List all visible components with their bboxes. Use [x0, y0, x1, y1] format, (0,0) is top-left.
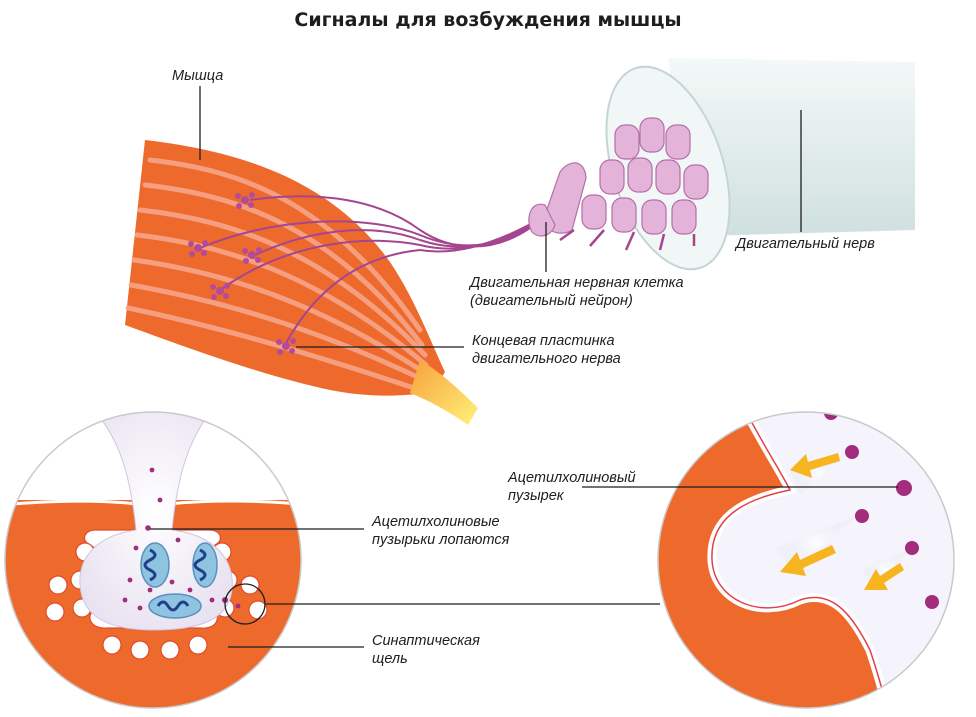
end-plate: [242, 247, 262, 264]
synapse-magnified-view: [4, 411, 302, 709]
tendon: [410, 360, 478, 425]
motor-nerve-bundle: Двигательный нерв: [528, 58, 915, 271]
label-vesicles-burst-1: Ацетилхолиновые: [371, 514, 500, 530]
nerve-fibers: [199, 195, 539, 346]
label-end-plate-2: двигательного нерва: [472, 351, 621, 367]
label-motor-neuron-1: Двигательная нервная клетка: [468, 275, 684, 291]
label-vesicle-1: Ацетилхолиновый: [507, 470, 636, 486]
label-motor-neuron-2: (двигательный нейрон): [470, 293, 633, 309]
label-motor-nerve: Двигательный нерв: [734, 236, 875, 252]
end-plate: [235, 192, 255, 209]
end-plate: [276, 338, 296, 355]
label-vesicle-2: пузырек: [508, 488, 565, 504]
motor-end-plates: [188, 192, 296, 355]
end-plate: [188, 240, 208, 257]
label-vesicles-burst-2: пузырьки лопаются: [372, 532, 510, 548]
label-synaptic-cleft-1: Синаптическая: [372, 633, 480, 649]
cleft-close-up-view: [657, 411, 955, 709]
muscle-illustration: Мышца: [125, 68, 478, 425]
label-synaptic-cleft-2: щель: [372, 651, 408, 667]
label-muscle: Мышца: [172, 68, 223, 84]
diagram-title: Сигналы для возбуждения мышцы: [294, 9, 681, 31]
end-plate: [210, 283, 230, 300]
label-end-plate-1: Концевая пластинка: [472, 333, 615, 349]
